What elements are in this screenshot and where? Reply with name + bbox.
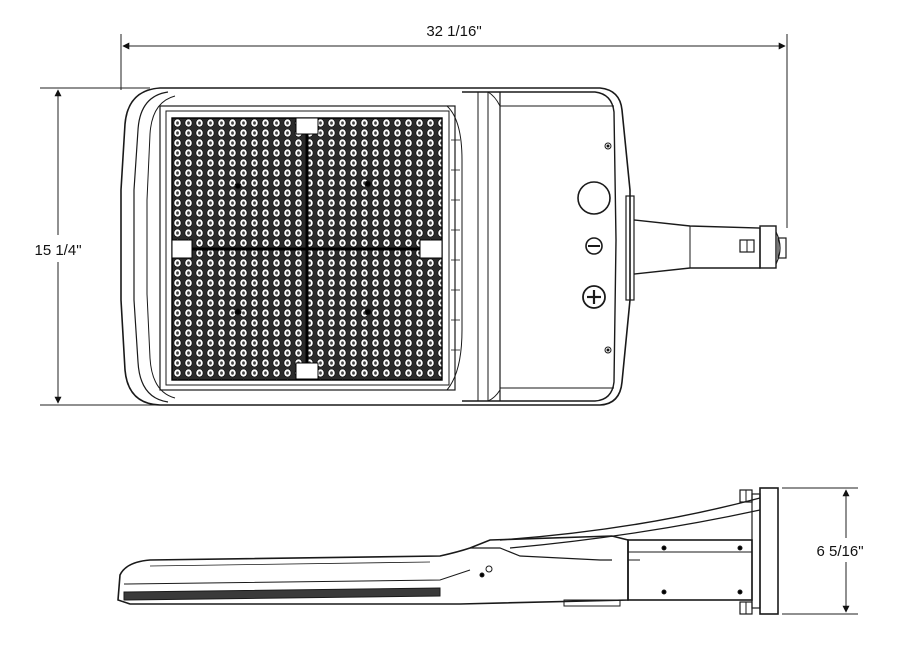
side-height-label: 6 5/16" bbox=[816, 543, 863, 560]
top-view bbox=[120, 87, 787, 406]
side-view bbox=[117, 487, 779, 615]
plus-symbol-icon bbox=[582, 285, 606, 309]
overall-length-label: 32 1/16" bbox=[426, 23, 481, 40]
overall-width-label: 15 1/4" bbox=[34, 242, 81, 259]
overall-length-dimension: 32 1/16" bbox=[120, 23, 788, 228]
fin-marks bbox=[451, 139, 460, 351]
photocell-receptacle bbox=[577, 181, 611, 215]
side-height-dimension: 6 5/16" bbox=[782, 487, 864, 615]
power-symbol-icon bbox=[585, 237, 603, 255]
overall-width-dimension: 15 1/4" bbox=[34, 87, 160, 406]
